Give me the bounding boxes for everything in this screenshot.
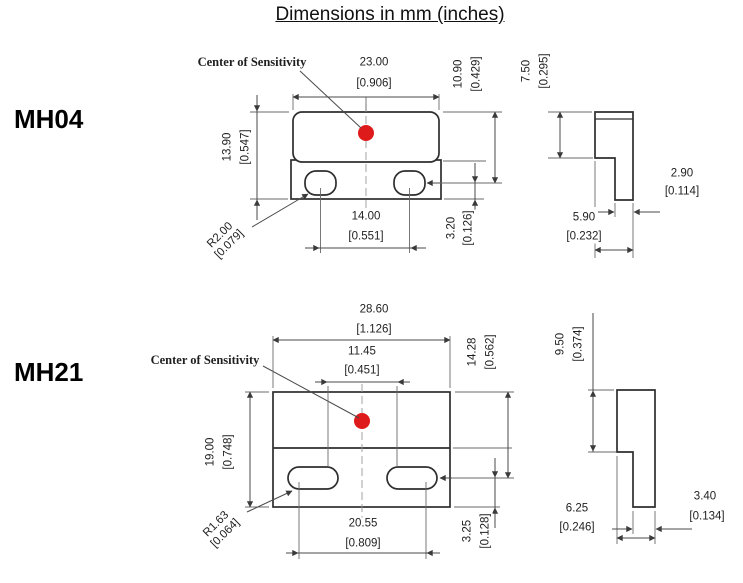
mh21-cos-leader-line: [262, 365, 360, 419]
mh04-side-profile: [594, 111, 634, 201]
mh04-side-leg-in: [0.114]: [663, 185, 701, 199]
mh21-slot-right: [386, 466, 438, 490]
mh21-side-leg-mm: 3.40: [692, 490, 718, 504]
mh04-width-mm: 23.00: [358, 56, 390, 70]
mh04-side-depth-mm: 5.90: [571, 211, 597, 225]
mh04-dimension-lines: [251, 93, 660, 254]
mh21-slot-left: [287, 466, 339, 490]
mh21-side-depth-in: [0.246]: [558, 521, 596, 535]
mh21-side-height-in: [0.374]: [572, 325, 586, 363]
mh21-side-height-mm: 9.50: [554, 331, 568, 357]
mh04-side-height-mm: 7.50: [520, 58, 534, 84]
mh21-inner-width-in: [0.451]: [343, 364, 381, 378]
mh04-top-to-slot-mm: 10.90: [452, 58, 466, 90]
mh21-extension-lines: [245, 336, 656, 559]
mh21-width-in: [1.126]: [355, 323, 393, 337]
mh04-width-in: [0.906]: [355, 77, 393, 91]
mh04-side-leg-mm: 2.90: [669, 167, 695, 181]
mh04-side-depth-in: [0.232]: [565, 230, 603, 244]
mh21-height-in: [0.748]: [222, 433, 236, 471]
mh21-center-of-sensitivity-label: Center of Sensitivity: [150, 353, 260, 367]
mh21-top-to-slot-mm: 14.28: [466, 336, 480, 368]
mh21-dimension-lines: [246, 313, 692, 557]
mh21-side-profile: [616, 389, 656, 508]
mh21-top-to-slot-in: [0.562]: [484, 333, 498, 371]
mh21-part-label: MH21: [14, 357, 84, 387]
mh21-slot-to-bottom-mm: 3.25: [461, 518, 475, 544]
mh04-top-to-slot-in: [0.429]: [470, 55, 484, 93]
mh21-slot-to-bottom-in: [0.128]: [479, 512, 493, 550]
mh04-part-label: MH04: [14, 104, 84, 134]
page-title: Dimensions in mm (inches): [275, 4, 505, 25]
mh04-slot-to-bottom-in: [0.126]: [462, 209, 476, 247]
mh04-slot-spacing-mm: 14.00: [350, 210, 382, 224]
mh21-center-of-sensitivity-dot: [354, 413, 370, 429]
mh04-center-of-sensitivity-label: Center of Sensitivity: [197, 55, 307, 69]
mh21-slot-spacing-in: [0.809]: [344, 537, 382, 551]
mh21-slot-spacing-mm: 20.55: [347, 517, 379, 531]
mh21-height-mm: 19.00: [204, 436, 218, 468]
mh21-side-leg-in: [0.134]: [688, 510, 726, 524]
mh04-height-in: [0.547]: [239, 128, 253, 166]
mh21-width-mm: 28.60: [358, 303, 390, 317]
mh21-inner-width-mm: 11.45: [347, 345, 377, 359]
mh04-slot-to-bottom-mm: 3.20: [445, 215, 459, 241]
mh04-height-mm: 13.90: [221, 131, 235, 163]
mh04-side-height-in: [0.295]: [538, 52, 552, 90]
mh04-extension-lines: [250, 94, 634, 258]
mh04-center-of-sensitivity-dot: [358, 125, 374, 141]
mh21-side-depth-mm: 6.25: [564, 502, 590, 516]
mh04-slot-spacing-in: [0.551]: [347, 230, 385, 244]
